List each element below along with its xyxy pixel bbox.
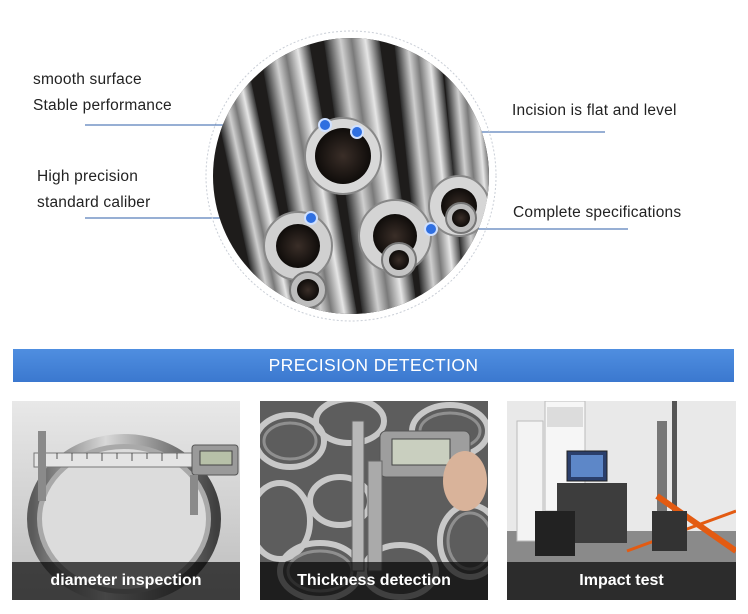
caption-impact-test: Impact test (507, 562, 736, 600)
photo-diameter-inspection: diameter inspection (12, 401, 240, 600)
callout-smooth-surface: smooth surface Stable performance (33, 67, 172, 119)
dot-precision (304, 211, 318, 225)
callout-smooth-surface-line1: smooth surface (33, 71, 142, 88)
dot-incision (350, 125, 364, 139)
caption-thickness-detection: Thickness detection (260, 562, 488, 600)
callout-stable-performance-line2: Stable performance (33, 97, 172, 114)
precision-detection-banner: PRECISION DETECTION (13, 349, 734, 382)
callout-incision: Incision is flat and level (512, 102, 677, 119)
hero-tube-image (203, 28, 499, 324)
photo-thickness-detection: Thickness detection (260, 401, 488, 600)
photo-impact-test: Impact test (507, 401, 736, 600)
callout-high-precision-line1: High precision (37, 168, 139, 185)
hero-outer-ring (205, 30, 497, 322)
callout-specifications: Complete specifications (513, 204, 682, 221)
dot-specs (424, 222, 438, 236)
callout-high-precision: High precision standard caliber (37, 164, 151, 216)
callout-dots (304, 118, 438, 236)
callout-standard-caliber-line2: standard caliber (37, 194, 151, 211)
dot-surface (318, 118, 332, 132)
caption-diameter-inspection: diameter inspection (12, 562, 240, 600)
